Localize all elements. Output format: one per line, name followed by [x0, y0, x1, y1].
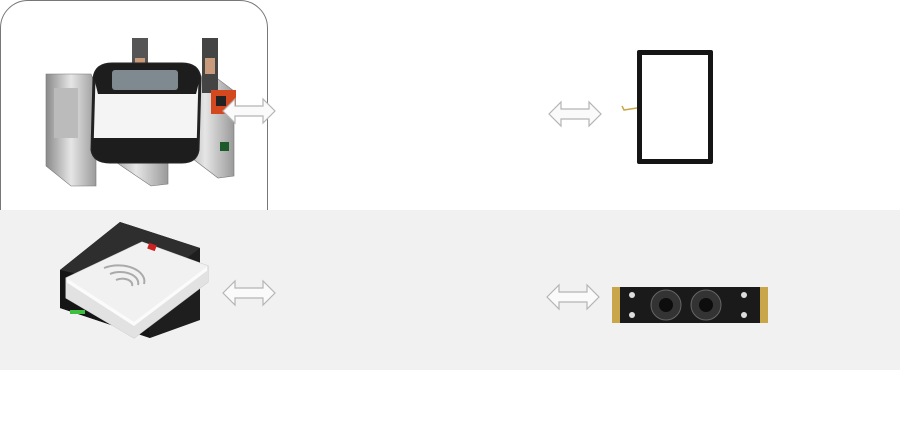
double-arrow-icon[interactable] [222, 279, 276, 307]
double-arrow-icon[interactable] [546, 283, 600, 311]
double-arrow-icon[interactable] [548, 100, 602, 128]
touchscreen-panel-icon [621, 50, 713, 164]
binocular-camera-icon [612, 287, 768, 323]
rfid-reader-icon [65, 241, 209, 339]
qr-scanner-icon [90, 62, 202, 164]
double-arrow-icon[interactable] [222, 97, 276, 125]
